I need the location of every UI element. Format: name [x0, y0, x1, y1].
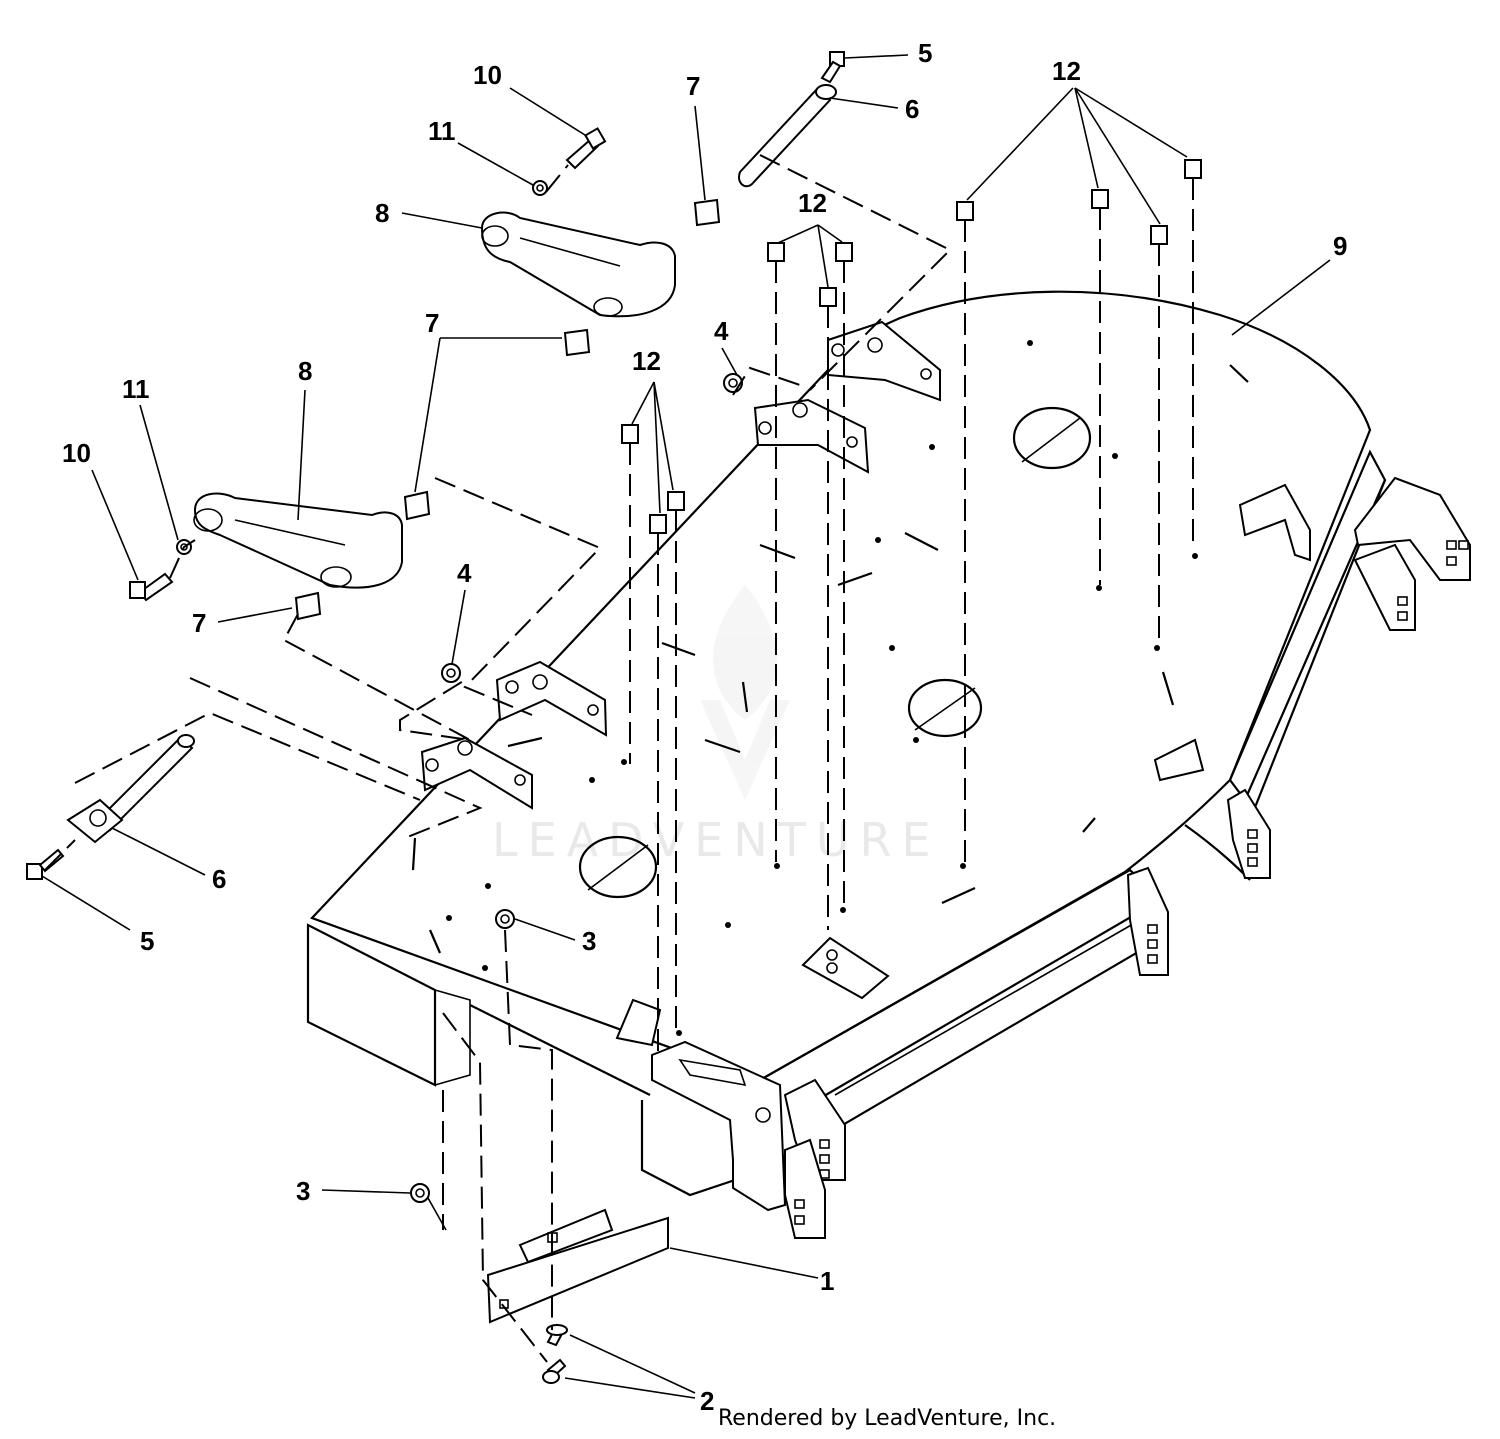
- callout-11-upper: 11: [428, 116, 456, 146]
- callout-7-bottom: 7: [192, 608, 206, 638]
- front-hitch-bracket: [651, 1040, 787, 1212]
- callout-10-upper: 10: [473, 60, 502, 90]
- callout-8-lower: 8: [298, 356, 312, 386]
- callout-labels: 1 2 3 3 4 4 5 5 6 6 7 7 7 8 8 9 10 10 11…: [62, 38, 1347, 1416]
- callout-1: 1: [820, 1266, 834, 1296]
- callout-12-center: 12: [798, 188, 827, 218]
- assembly-dashed-lines: [44, 154, 1194, 1363]
- callout-2: 2: [700, 1386, 714, 1416]
- callout-6-lower: 6: [212, 864, 226, 894]
- watermark-logo: [700, 585, 790, 800]
- part-8-idler-arm-upper: [480, 211, 676, 318]
- deck-slots: [411, 364, 1249, 954]
- part-8-idler-arm-lower: [193, 492, 403, 589]
- render-credit: Rendered by LeadVenture, Inc.: [718, 1406, 1057, 1431]
- hardware-fasteners: [26, 51, 845, 1384]
- callout-12-right: 12: [1052, 56, 1081, 86]
- callout-10-lower: 10: [62, 438, 91, 468]
- callout-9: 9: [1333, 231, 1347, 261]
- callout-4-upper: 4: [714, 316, 729, 346]
- part-6-pivot-pins: [66, 84, 837, 844]
- callout-7-middle: 7: [425, 308, 439, 338]
- deck-brackets: [420, 320, 1311, 1047]
- callout-6-upper: 6: [905, 94, 919, 124]
- callout-7-top: 7: [686, 71, 700, 101]
- callout-5-upper: 5: [918, 38, 932, 68]
- callout-4-lower: 4: [457, 558, 472, 588]
- mower-deck-shell: [306, 290, 1471, 1239]
- leader-lines: [41, 54, 1331, 1399]
- watermark-text: LEADVENTURE: [492, 813, 941, 867]
- side-hanger-plates: [783, 476, 1471, 1239]
- deck-holes: [446, 340, 1198, 1036]
- callout-8-upper: 8: [375, 198, 389, 228]
- part-7-bushings: [294, 198, 721, 621]
- callout-3-lower: 3: [296, 1176, 310, 1206]
- callout-5-lower: 5: [140, 926, 154, 956]
- callout-3-upper: 3: [582, 926, 596, 956]
- part-1-deflector: [486, 1208, 669, 1324]
- callout-11-lower: 11: [122, 374, 150, 404]
- callout-12-left: 12: [632, 346, 661, 376]
